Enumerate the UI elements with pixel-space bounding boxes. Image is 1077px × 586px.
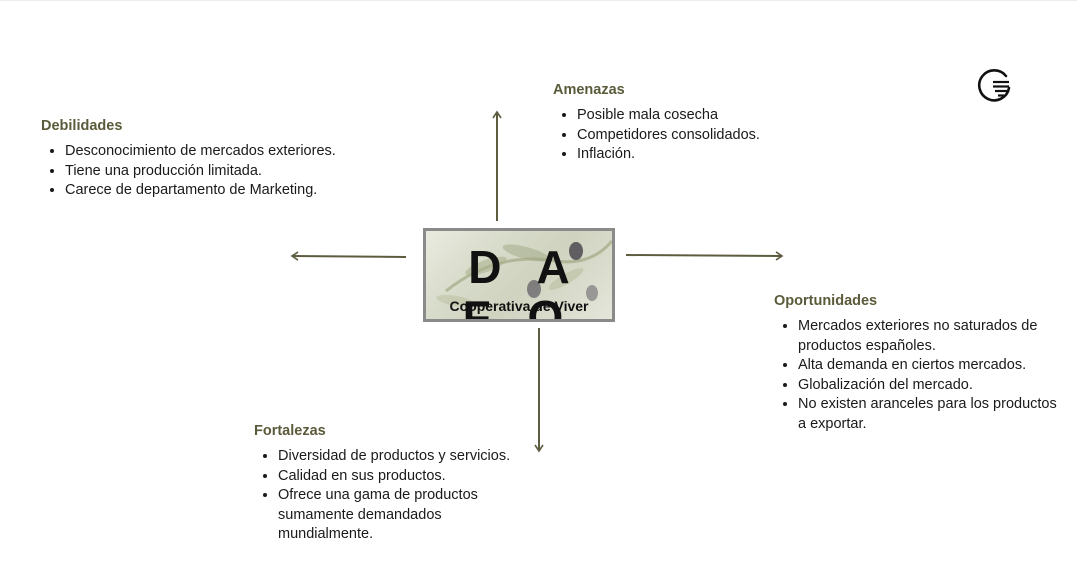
amenazas-list: Posible mala cosecha Competidores consol… bbox=[553, 106, 853, 165]
debilidades-title: Debilidades bbox=[41, 118, 123, 134]
top-divider bbox=[0, 0, 1077, 1]
list-item: Desconocimiento de mercados exteriores. bbox=[65, 142, 341, 162]
fortalezas-list: Diversidad de productos y servicios. Cal… bbox=[254, 447, 519, 545]
list-item: Carece de departamento de Marketing. bbox=[65, 181, 341, 201]
amenazas-title: Amenazas bbox=[553, 82, 625, 98]
debilidades-list: Desconocimiento de mercados exteriores. … bbox=[41, 142, 341, 201]
fortalezas-section: Fortalezas Diversidad de productos y ser… bbox=[254, 423, 519, 545]
oportunidades-title: Oportunidades bbox=[774, 293, 878, 309]
arrow-right bbox=[625, 251, 784, 261]
olive-branch-image bbox=[436, 240, 612, 308]
oportunidades-section: Oportunidades Mercados exteriores no sat… bbox=[774, 293, 1059, 435]
debilidades-section: Debilidades Desconocimiento de mercados … bbox=[41, 118, 341, 201]
list-item: Mercados exteriores no saturados de prod… bbox=[798, 317, 1059, 356]
list-item: Posible mala cosecha bbox=[577, 106, 853, 126]
list-item: Tiene una producción limitada. bbox=[65, 162, 341, 182]
amenazas-section: Amenazas Posible mala cosecha Competidor… bbox=[553, 82, 853, 165]
brand-logo-icon bbox=[977, 69, 1011, 102]
list-item: Calidad en sus productos. bbox=[278, 467, 519, 487]
arrow-left bbox=[290, 251, 407, 261]
list-item: Diversidad de productos y servicios. bbox=[278, 447, 519, 467]
dafo-center-box: D A F O Cooperativa de Viver bbox=[423, 228, 615, 322]
list-item: Alta demanda en ciertos mercados. bbox=[798, 356, 1059, 376]
list-item: Ofrece una gama de productos sumamente d… bbox=[278, 486, 519, 545]
list-item: No existen aranceles para los productos … bbox=[798, 395, 1059, 434]
list-item: Competidores consolidados. bbox=[577, 126, 853, 146]
center-subtitle: Cooperativa de Viver bbox=[449, 298, 589, 314]
oportunidades-list: Mercados exteriores no saturados de prod… bbox=[774, 317, 1059, 435]
list-item: Globalización del mercado. bbox=[798, 376, 1059, 396]
list-item: Inflación. bbox=[577, 145, 853, 165]
center-title: D A F O bbox=[462, 241, 582, 322]
fortalezas-title: Fortalezas bbox=[254, 423, 326, 439]
